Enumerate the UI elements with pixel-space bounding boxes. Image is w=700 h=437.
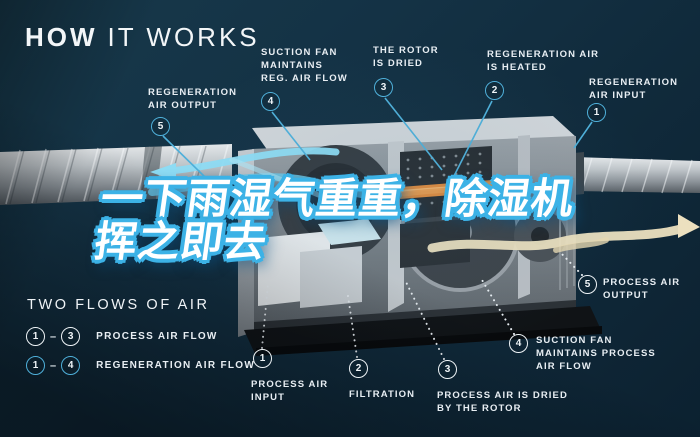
chinese-headline: 一下雨湿气重重，除湿机 挥之即去 xyxy=(91,174,578,266)
legend-badge-regen-from: 1 xyxy=(26,356,45,375)
title-word-bold: HOW xyxy=(25,22,98,52)
callout-label-process-4: SUCTION FAN MAINTAINS PROCESS AIR FLOW xyxy=(536,335,656,373)
callout-badge-process-1: 1 xyxy=(253,349,272,368)
callout-badge-regen-1: 1 xyxy=(587,103,606,122)
callout-badge-regen-5: 5 xyxy=(151,117,170,136)
legend-row-process: 1 – 3 PROCESS AIR FLOW xyxy=(26,327,218,346)
legend-range-dash: – xyxy=(50,330,57,343)
legend-badge-process-from: 1 xyxy=(26,327,45,346)
callout-label-process-1: PROCESS AIR INPUT xyxy=(251,379,329,404)
callout-badge-regen-4: 4 xyxy=(261,92,280,111)
page-title: HOW IT WORKS xyxy=(25,22,260,53)
right-duct xyxy=(574,152,700,195)
legend-label-process: PROCESS AIR FLOW xyxy=(96,331,218,342)
callout-label-regen-5: REGENERATION AIR OUTPUT xyxy=(148,87,238,112)
legend-label-regeneration: REGENERATION AIR FLOW xyxy=(96,360,256,371)
title-word-light: IT WORKS xyxy=(107,22,260,52)
callout-label-regen-2: REGENERATION AIR IS HEATED xyxy=(487,49,600,74)
legend-range-dash: – xyxy=(50,359,57,372)
legend-badge-regen-to: 4 xyxy=(61,356,81,375)
legend-badge-process-to: 3 xyxy=(61,327,81,346)
legend-row-regeneration: 1 – 4 REGENERATION AIR FLOW xyxy=(26,356,255,375)
callout-label-process-3: PROCESS AIR IS DRIED BY THE ROTOR xyxy=(437,390,568,415)
legend-heading: TWO FLOWS OF AIR xyxy=(27,297,210,313)
callout-badge-process-2: 2 xyxy=(349,359,368,378)
callout-label-process-2: FILTRATION xyxy=(349,389,416,400)
callout-badge-regen-2: 2 xyxy=(485,81,504,100)
callout-badge-process-3: 3 xyxy=(438,360,457,379)
callout-badge-process-4: 4 xyxy=(509,334,528,353)
callout-label-regen-4: SUCTION FAN MAINTAINS REG. AIR FLOW xyxy=(261,47,348,85)
callout-badge-regen-3: 3 xyxy=(374,78,393,97)
callout-label-process-5: PROCESS AIR OUTPUT xyxy=(603,277,681,302)
callout-label-regen-1: REGENERATION AIR INPUT xyxy=(589,77,679,102)
callout-badge-process-5: 5 xyxy=(578,275,597,294)
callout-label-regen-3: THE ROTOR IS DRIED xyxy=(373,45,439,70)
